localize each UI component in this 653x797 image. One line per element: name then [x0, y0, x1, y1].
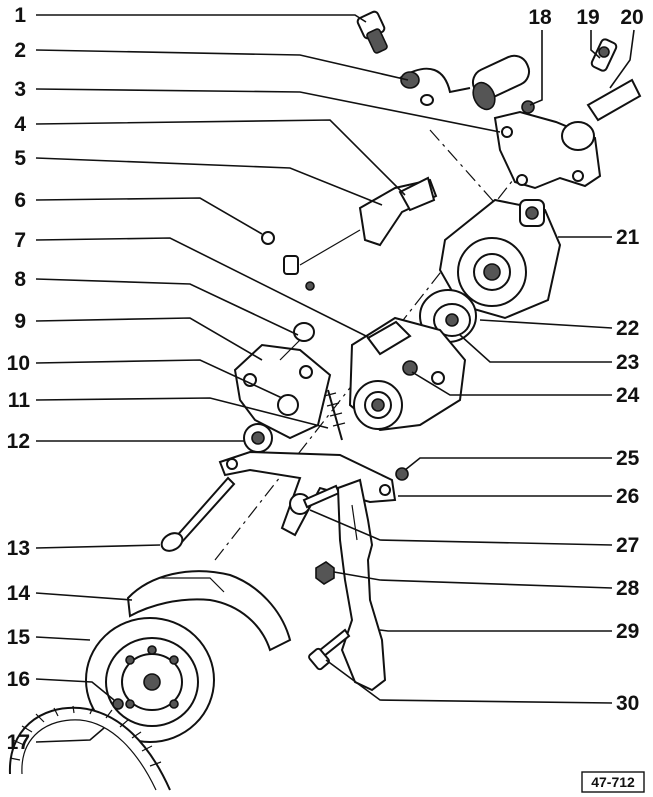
- callout-5: 5: [14, 147, 26, 170]
- tension-bracket-part: [261, 176, 438, 291]
- leader-22: [479, 319, 613, 329]
- belt-guard-part: [126, 570, 292, 652]
- callout-18: 18: [528, 6, 552, 29]
- spacer-part: [243, 423, 273, 453]
- figure-reference-label: 47-712: [591, 774, 635, 790]
- callout-30: 30: [616, 692, 639, 715]
- callout-4: 4: [14, 113, 26, 136]
- leader-6: [35, 197, 263, 235]
- leader-3: [35, 88, 501, 133]
- leader-2: [35, 49, 409, 81]
- leader-10: [35, 359, 283, 399]
- callout-26: 26: [616, 485, 639, 508]
- callouts-top: 18 19 20: [528, 6, 643, 29]
- callout-17: 17: [7, 731, 30, 754]
- leader-7: [35, 237, 371, 339]
- leader-9: [35, 317, 263, 361]
- pulley-part: [419, 289, 477, 343]
- callout-29: 29: [616, 620, 639, 643]
- leader-20: [609, 29, 635, 89]
- leader-29: [379, 629, 612, 632]
- banjo-bolt-part: [356, 10, 388, 54]
- callout-22: 22: [616, 317, 639, 340]
- callout-12: 12: [7, 430, 30, 453]
- callout-10: 10: [7, 352, 30, 375]
- return-hose-part: [586, 38, 642, 122]
- callout-1: 1: [14, 4, 26, 27]
- callout-13: 13: [7, 537, 30, 560]
- leader-5: [35, 157, 383, 206]
- bolt-30-part: [308, 628, 351, 671]
- callout-28: 28: [616, 577, 640, 600]
- central-pump-part: [348, 316, 467, 432]
- callout-6: 6: [14, 189, 26, 212]
- leader-14: [35, 592, 133, 601]
- callout-23: 23: [616, 351, 639, 374]
- leader-11: [35, 397, 329, 429]
- v-belt-part: [8, 705, 171, 791]
- callout-21: 21: [616, 226, 640, 249]
- nut-25-part: [395, 467, 409, 481]
- long-bolt-part: [160, 476, 236, 552]
- lower-bracket-part: [218, 450, 397, 537]
- leader-25: [404, 457, 612, 471]
- leader-18: [529, 30, 543, 106]
- pressure-hose-part: [399, 54, 531, 111]
- nut-28-part: [315, 561, 335, 585]
- callout-14: 14: [7, 582, 31, 605]
- callout-7: 7: [14, 229, 26, 252]
- leader-8: [35, 278, 299, 336]
- callout-9: 9: [14, 310, 26, 333]
- callout-2: 2: [14, 39, 26, 62]
- callouts-left: 1 2 3 4 5 6 7 8 9 10 11 12 13 14 15 16 1…: [7, 4, 31, 754]
- leader-13: [35, 544, 161, 549]
- nut-part: [521, 100, 535, 114]
- leader-28: [333, 571, 613, 589]
- callout-24: 24: [616, 384, 640, 407]
- callout-3: 3: [14, 78, 26, 101]
- reservoir-cap-part: [561, 121, 595, 151]
- leader-17: [35, 727, 105, 743]
- leader-27: [309, 509, 613, 546]
- leader-16: [35, 678, 115, 701]
- callout-19: 19: [576, 6, 599, 29]
- leader-24: [411, 371, 612, 396]
- callout-27: 27: [616, 534, 639, 557]
- bolt-16-part: [112, 698, 124, 710]
- callout-20: 20: [620, 6, 643, 29]
- adjuster-slot: [351, 504, 358, 541]
- crankshaft-pulley-part: [85, 617, 215, 743]
- callout-15: 15: [7, 626, 31, 649]
- adjuster-arm-part: [336, 478, 387, 692]
- leader-19: [590, 30, 601, 59]
- callouts-right: 21 22 23 24 25 26 27 28 29 30: [616, 226, 640, 715]
- leader-30: [325, 659, 613, 704]
- mounting-bracket-part: [233, 322, 346, 441]
- callout-16: 16: [7, 668, 30, 691]
- leader-1: [36, 14, 367, 23]
- leader-4: [35, 119, 406, 196]
- callout-11: 11: [8, 389, 31, 412]
- callout-25: 25: [616, 447, 640, 470]
- leader-15: [35, 636, 91, 641]
- figure-reference: 47-712: [581, 771, 645, 793]
- leader-lines: [35, 14, 635, 743]
- leader-23: [459, 334, 612, 363]
- callout-8: 8: [14, 268, 26, 291]
- power-steering-pump-part: [438, 198, 562, 320]
